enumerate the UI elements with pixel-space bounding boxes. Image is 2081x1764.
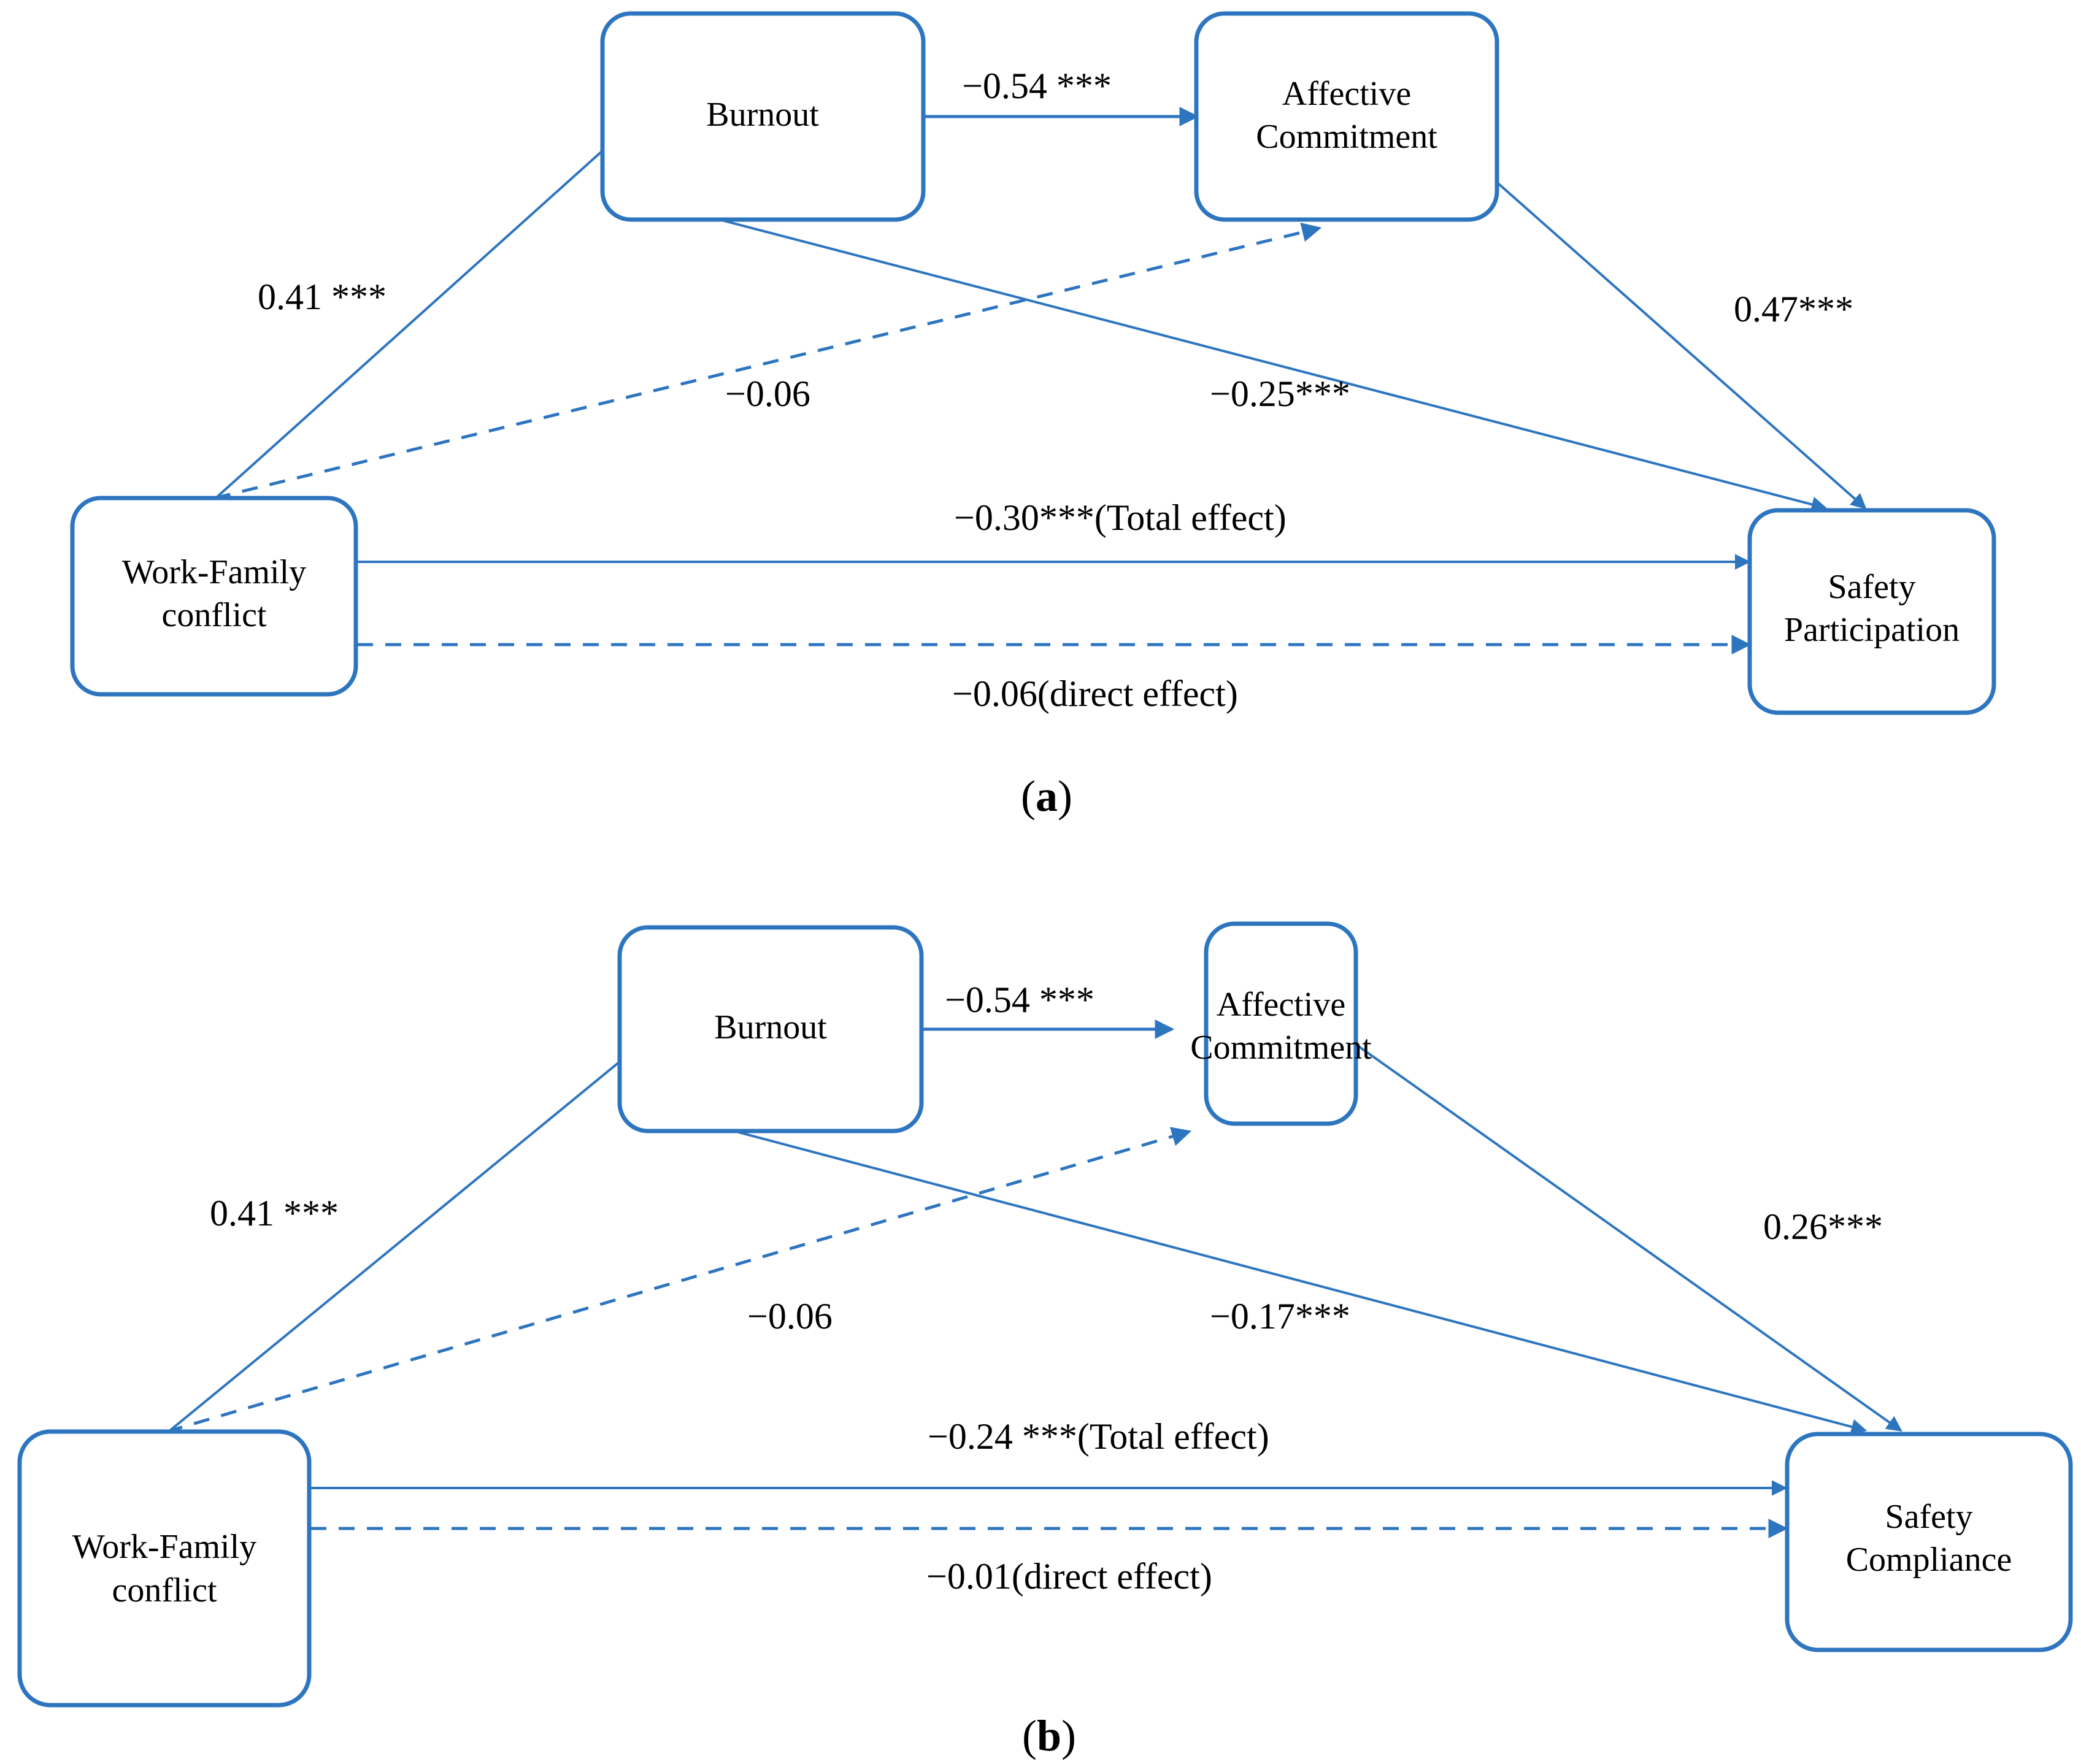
edge-b-wfc-to-burnout <box>164 1035 653 1435</box>
edge-a-burnout-to-safety-participation <box>723 220 1828 512</box>
caption-b-open: ( <box>1022 1711 1037 1760</box>
caption-b-close: ) <box>1061 1711 1076 1760</box>
edge-a-wfc-to-burnout <box>210 121 636 503</box>
edge-b-affective-commitment-to-safety-compliance <box>1344 1035 1902 1432</box>
caption-b-letter: b <box>1037 1711 1061 1760</box>
node-b-affective-commitment[interactable]: Affective Commitment <box>1190 921 1372 1126</box>
edge-label-b-burnout-to-affective-commitment: −0.54 *** <box>945 980 1094 1020</box>
edge-label-a-total-effect: −0.30***(Total effect) <box>954 497 1287 538</box>
edge-label-a-direct-effect: −0.06(direct effect) <box>952 673 1238 714</box>
node-b-ac-label-line2: Commitment <box>1190 1029 1372 1067</box>
edge-label-a-burnout-to-affective-commitment: −0.54 *** <box>962 66 1112 106</box>
edge-label-b-total-effect: −0.24 ***(Total effect) <box>928 1416 1269 1457</box>
node-b-work-family-conflict[interactable]: Work-Family conflict <box>17 1429 312 1708</box>
edge-label-a-affective-commitment-to-safety-participation: 0.47*** <box>1734 289 1853 329</box>
node-a-work-family-conflict[interactable]: Work-Family conflict <box>70 496 358 697</box>
panel-b: Work-Family conflict Burnout Affective C… <box>17 921 2073 1760</box>
node-a-affective-commitment[interactable]: Affective Commitment <box>1194 11 1499 222</box>
node-a-outcome-label-line2: Participation <box>1784 611 1960 649</box>
node-b-burnout-label: Burnout <box>714 1008 827 1046</box>
caption-a: (a) <box>1021 772 1072 821</box>
caption-a-close: ) <box>1058 772 1072 821</box>
node-a-safety-participation[interactable]: Safety Participation <box>1747 508 1996 715</box>
node-b-safety-compliance[interactable]: Safety Compliance <box>1785 1432 2073 1652</box>
edge-b-wfc-to-affective-commitment <box>166 1127 1192 1433</box>
edge-label-b-affective-commitment-to-safety-compliance: 0.26*** <box>1763 1206 1883 1247</box>
caption-a-open: ( <box>1021 772 1036 821</box>
edge-label-b-wfc-to-burnout: 0.41 *** <box>210 1193 339 1233</box>
node-b-outcome-label-line1: Safety <box>1885 1498 1972 1536</box>
edge-b-burnout-to-safety-compliance <box>736 1130 1868 1435</box>
panel-a: Work-Family conflict Burnout Affective C… <box>70 11 1996 821</box>
node-a-burnout-label: Burnout <box>706 96 819 134</box>
node-a-wfc-label-line1: Work-Family <box>122 553 306 591</box>
edge-label-a-wfc-to-burnout: 0.41 *** <box>258 277 387 317</box>
node-b-wfc-label-line2: conflict <box>112 1571 217 1609</box>
node-b-burnout[interactable]: Burnout <box>617 925 924 1133</box>
edge-a-wfc-to-affective-commitment <box>214 222 1322 500</box>
edge-a-affective-commitment-to-safety-participation <box>1428 121 1867 510</box>
node-a-wfc-label-line2: conflict <box>161 596 266 634</box>
node-b-wfc-label-line1: Work-Family <box>72 1528 256 1566</box>
node-a-ac-label-line2: Commitment <box>1256 118 1437 156</box>
edge-label-b-wfc-to-affective-commitment: −0.06 <box>747 1296 833 1336</box>
node-a-outcome-label-line1: Safety <box>1828 568 1915 606</box>
edge-label-a-burnout-to-safety-participation: −0.25*** <box>1210 374 1350 414</box>
node-a-ac-label-line1: Affective <box>1282 75 1411 113</box>
node-b-ac-label-line1: Affective <box>1217 986 1345 1024</box>
edge-label-b-direct-effect: −0.01(direct effect) <box>926 1556 1212 1597</box>
caption-a-letter: a <box>1036 772 1058 821</box>
node-b-outcome-label-line2: Compliance <box>1846 1541 2012 1579</box>
caption-b: (b) <box>1022 1711 1076 1760</box>
edge-label-b-burnout-to-safety-compliance: −0.17*** <box>1210 1296 1350 1336</box>
node-a-burnout[interactable]: Burnout <box>600 11 926 222</box>
edge-label-a-wfc-to-affective-commitment: −0.06 <box>725 374 810 414</box>
